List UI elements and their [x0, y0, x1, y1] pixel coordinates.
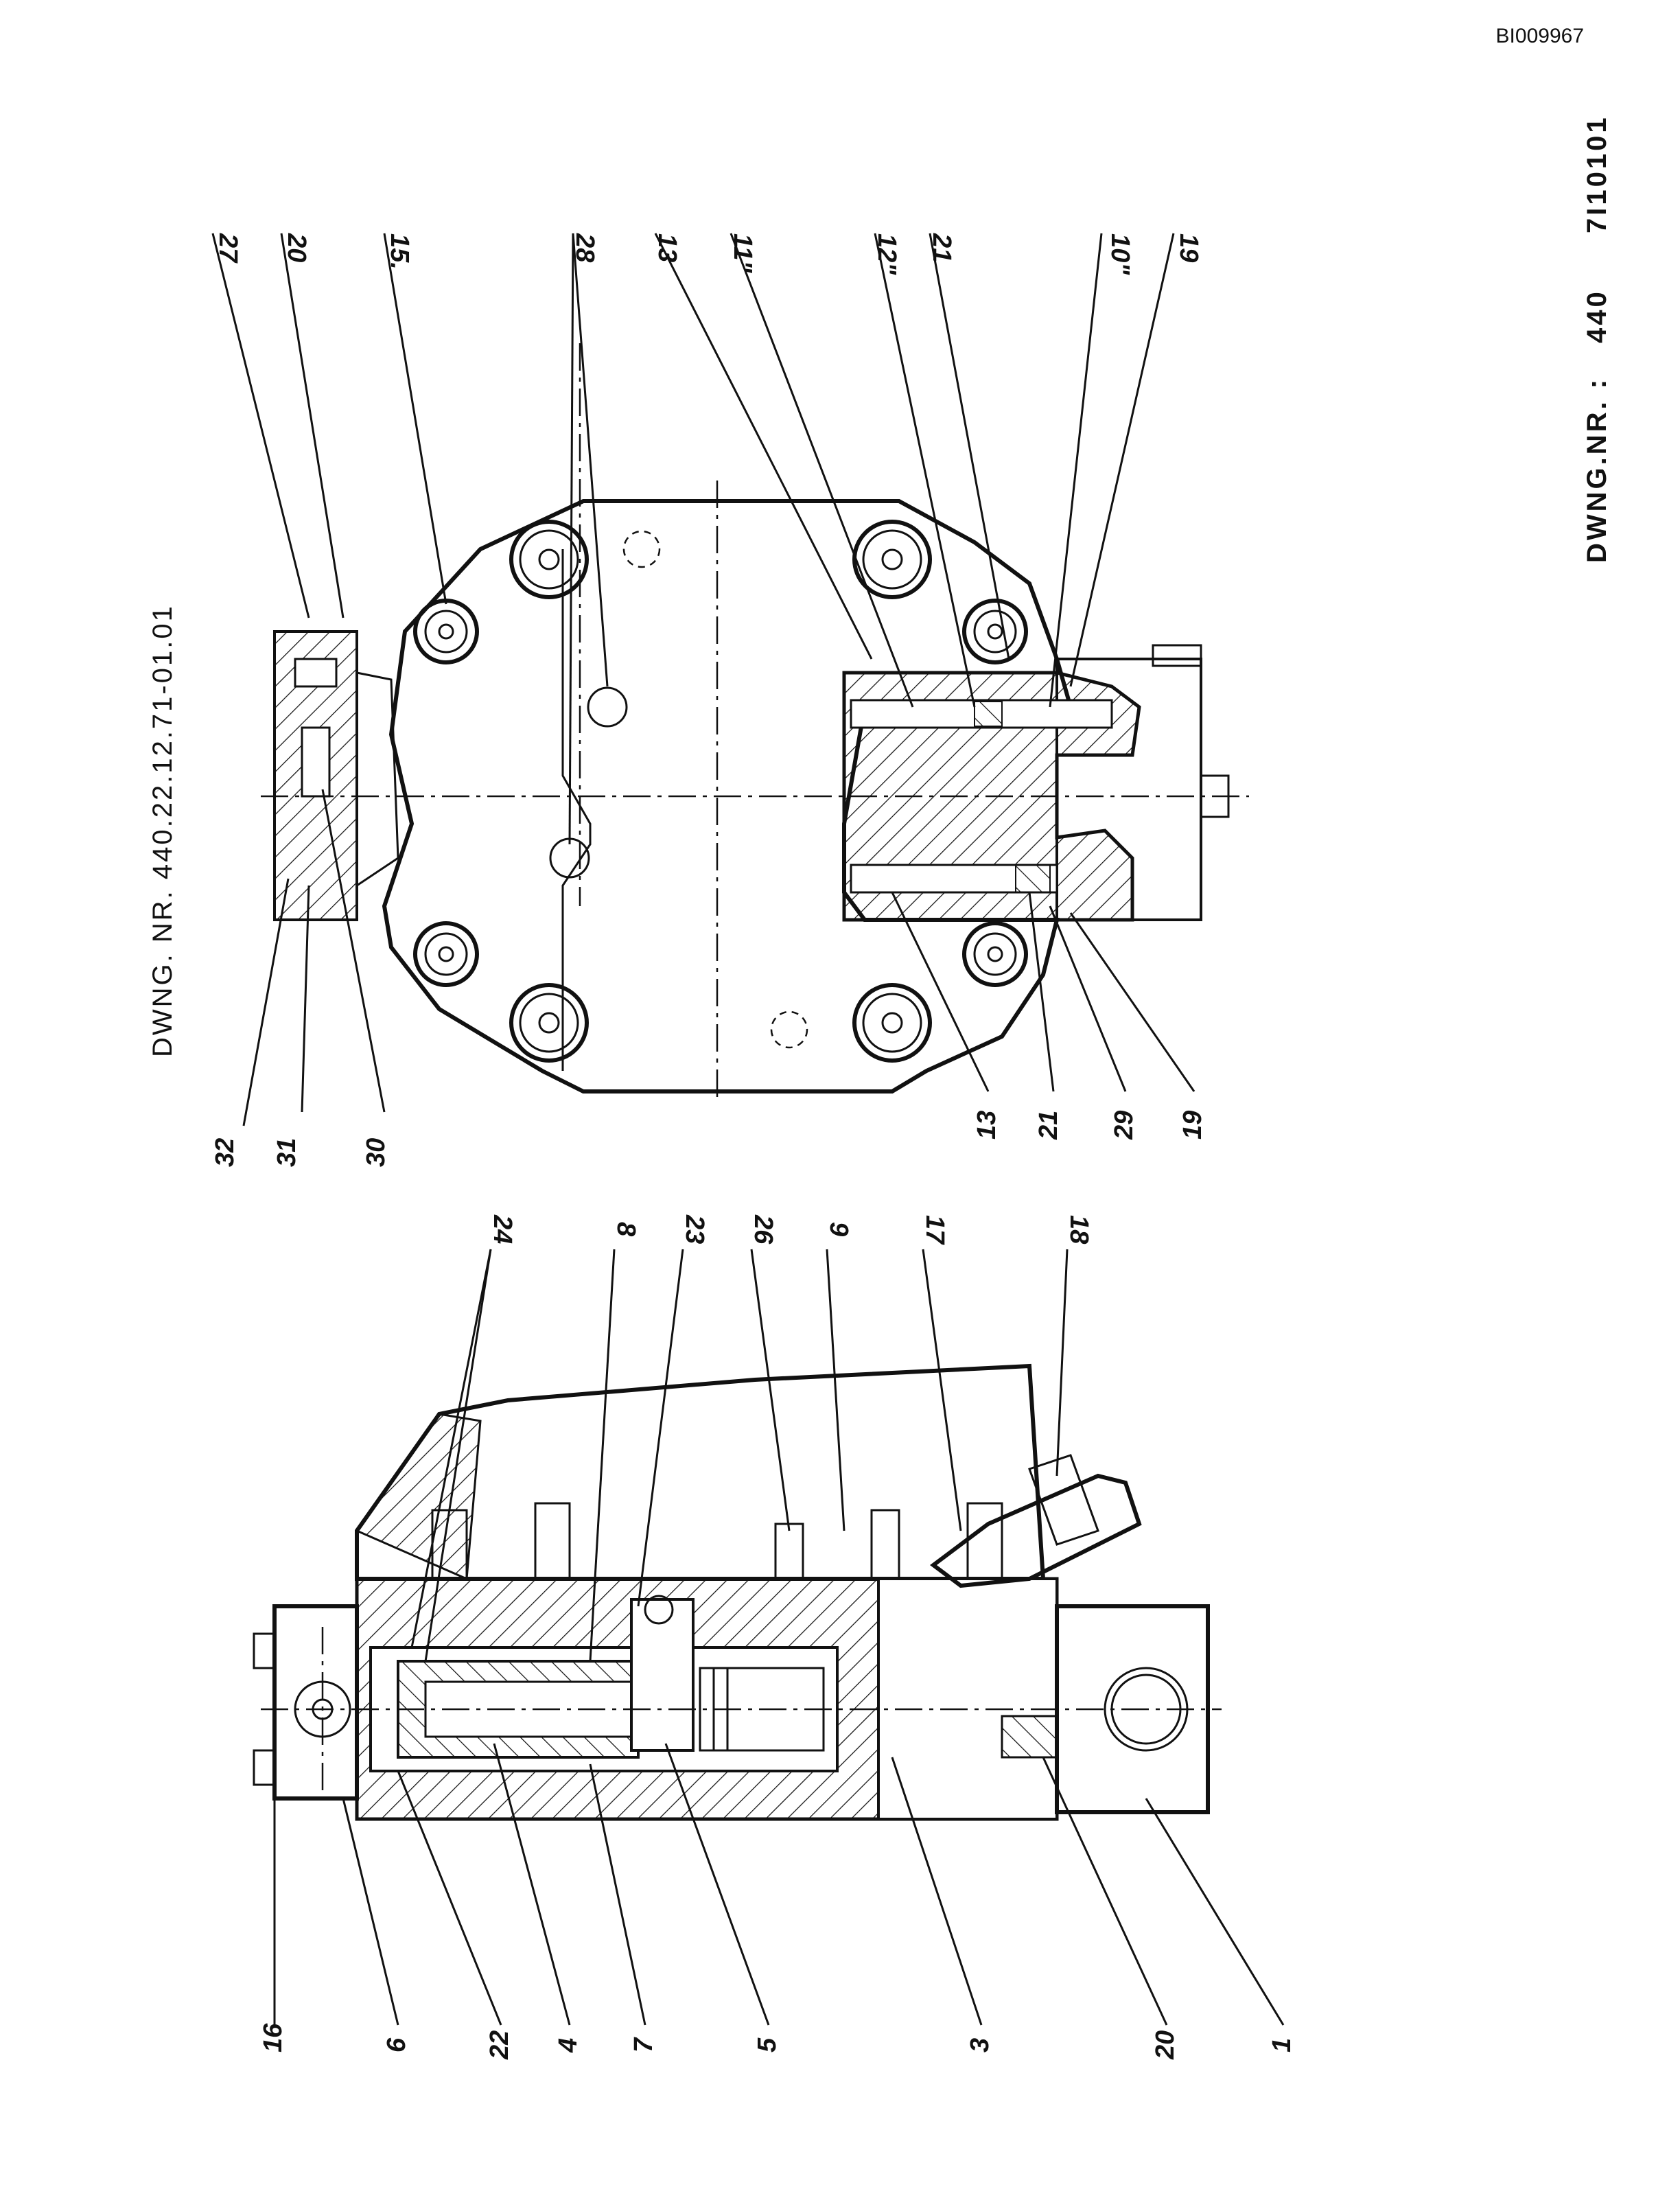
callout-side-22: 22	[485, 2030, 514, 2060]
callout-top-27: 27	[213, 233, 242, 264]
callout-side-4: 4	[554, 2038, 583, 2053]
title-block-sheet: 7I10101	[1582, 115, 1612, 233]
top-view	[261, 343, 1249, 1098]
side-view	[253, 1363, 1222, 1821]
title-block: DWNG.NR. : 440 7I10101	[1582, 115, 1612, 563]
callout-side-26: 26	[749, 1214, 778, 1245]
callout-side-18: 18	[1064, 1215, 1093, 1245]
side-view-left-flange	[272, 1604, 359, 1801]
callout-side-3: 3	[966, 2038, 994, 2052]
callout-bottom-31: 31	[272, 1138, 301, 1167]
side-view-right-block	[1055, 1604, 1210, 1814]
callout-side-16: 16	[259, 2023, 288, 2052]
callout-side-9: 9	[824, 1222, 853, 1236]
callout-bottom-21: 21	[1034, 1111, 1063, 1140]
callout-side-1: 1	[1268, 2038, 1296, 2052]
callout-side-8: 8	[611, 1222, 640, 1237]
callout-top-20: 20	[282, 233, 311, 262]
title-block-label: DWNG.NR. :	[1582, 377, 1612, 563]
document-id: BI009967	[1495, 25, 1584, 47]
callout-top-10: 10"	[1106, 233, 1134, 275]
callout-side-24: 24	[488, 1214, 517, 1244]
side-view-callouts: 24 8 23 26 9 17 18 16 6 22 4 7 5 3 20 1	[259, 1214, 1296, 2060]
drawing-number: DWNG. NR. 440.22.12.71-01.01	[148, 604, 178, 1057]
callout-top-19: 19	[1174, 233, 1203, 262]
callout-side-5: 5	[753, 2037, 782, 2052]
callout-bottom-29: 29	[1110, 1111, 1139, 1140]
callout-side-17: 17	[920, 1215, 949, 1245]
callout-bottom-19: 19	[1178, 1111, 1207, 1139]
callout-bottom-32: 32	[211, 1138, 240, 1167]
callout-bottom-30: 30	[362, 1138, 390, 1167]
callout-side-7: 7	[629, 2037, 658, 2052]
side-view-angled-fitting	[930, 1473, 1142, 1588]
callout-bottom-13: 13	[972, 1111, 1001, 1139]
bolt-hole-group	[413, 520, 1028, 1063]
callout-side-20: 20	[1151, 2030, 1180, 2060]
top-view-recess	[561, 549, 592, 1071]
callout-side-6: 6	[382, 2037, 411, 2052]
title-block-code: 440	[1582, 289, 1612, 343]
callout-side-23: 23	[680, 1214, 709, 1244]
top-view-callouts: 27 20 15. 28 13 11" 12" 21 10" 19 32 31 …	[211, 233, 1207, 1167]
